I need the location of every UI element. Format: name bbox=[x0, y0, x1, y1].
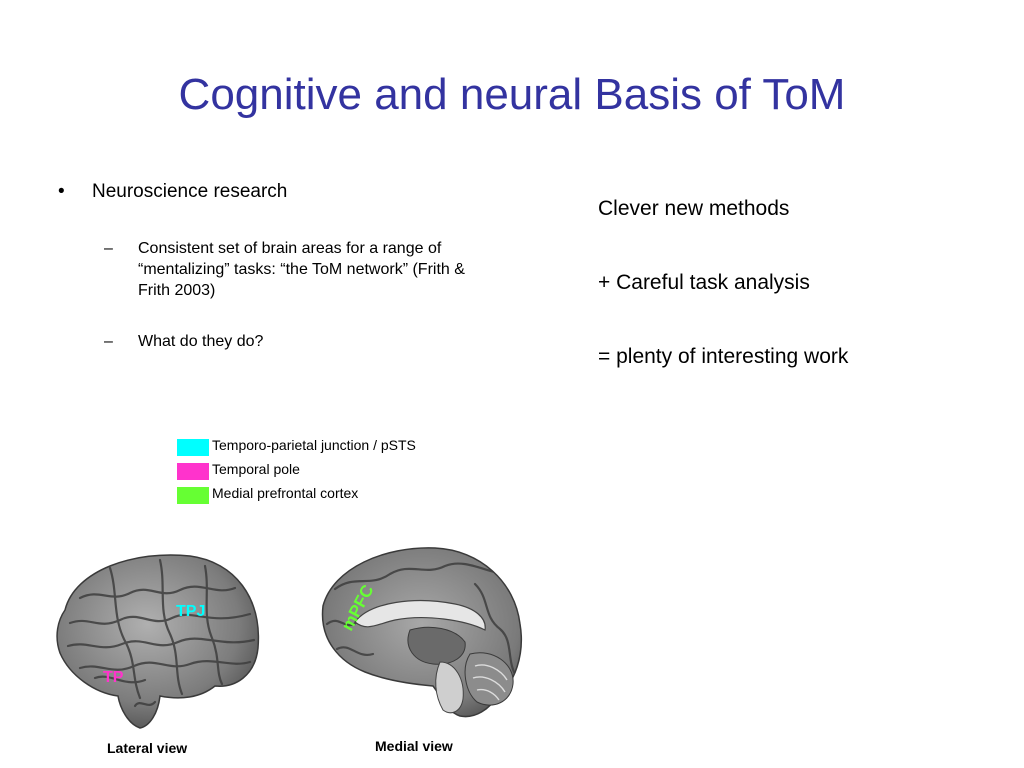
lateral-brain-image: TPJ TP bbox=[56, 554, 260, 729]
sub-bullet-text: Consistent set of brain areas for a rang… bbox=[138, 240, 465, 299]
sub-bullet-text: What do they do? bbox=[138, 333, 264, 350]
lateral-brain-shape bbox=[56, 554, 260, 729]
bullet-marker: • bbox=[58, 181, 65, 202]
legend-swatch bbox=[177, 463, 209, 480]
corpus-callosum-shape bbox=[354, 599, 486, 631]
medial-brain-image: mPFC bbox=[321, 547, 523, 718]
brainstem-shape bbox=[435, 661, 464, 714]
lateral-view-caption: Lateral view bbox=[107, 740, 188, 756]
right-line: + Careful task analysis bbox=[598, 271, 810, 294]
legend-label: Medial prefrontal cortex bbox=[212, 485, 359, 501]
sub-bullet-marker: – bbox=[104, 333, 113, 350]
legend-swatch bbox=[177, 487, 209, 504]
thalamus-shape bbox=[407, 626, 466, 665]
right-line: = plenty of interesting work bbox=[598, 345, 849, 368]
sub-bullet-item: – What do they do? bbox=[104, 331, 518, 352]
bullet-text: Neuroscience research bbox=[92, 181, 288, 202]
legend-label: Temporo-parietal junction / pSTS bbox=[212, 437, 416, 453]
legend-swatch bbox=[177, 439, 209, 456]
sub-bullet-item: – Consistent set of brain areas for a ra… bbox=[104, 238, 518, 301]
slide-title: Cognitive and neural Basis of ToM bbox=[178, 70, 846, 119]
sub-bullet-marker: – bbox=[104, 240, 113, 257]
legend-label: Temporal pole bbox=[212, 461, 300, 477]
bullet-list: • Neuroscience research – Consistent set… bbox=[58, 180, 518, 352]
right-line: Clever new methods bbox=[598, 197, 790, 220]
tp-label: TP bbox=[103, 669, 124, 686]
medial-view-caption: Medial view bbox=[375, 738, 453, 754]
right-column: Clever new methods + Careful task analys… bbox=[598, 195, 998, 417]
bullet-item: • Neuroscience research bbox=[58, 180, 518, 204]
tpj-label: TPJ bbox=[176, 603, 205, 620]
